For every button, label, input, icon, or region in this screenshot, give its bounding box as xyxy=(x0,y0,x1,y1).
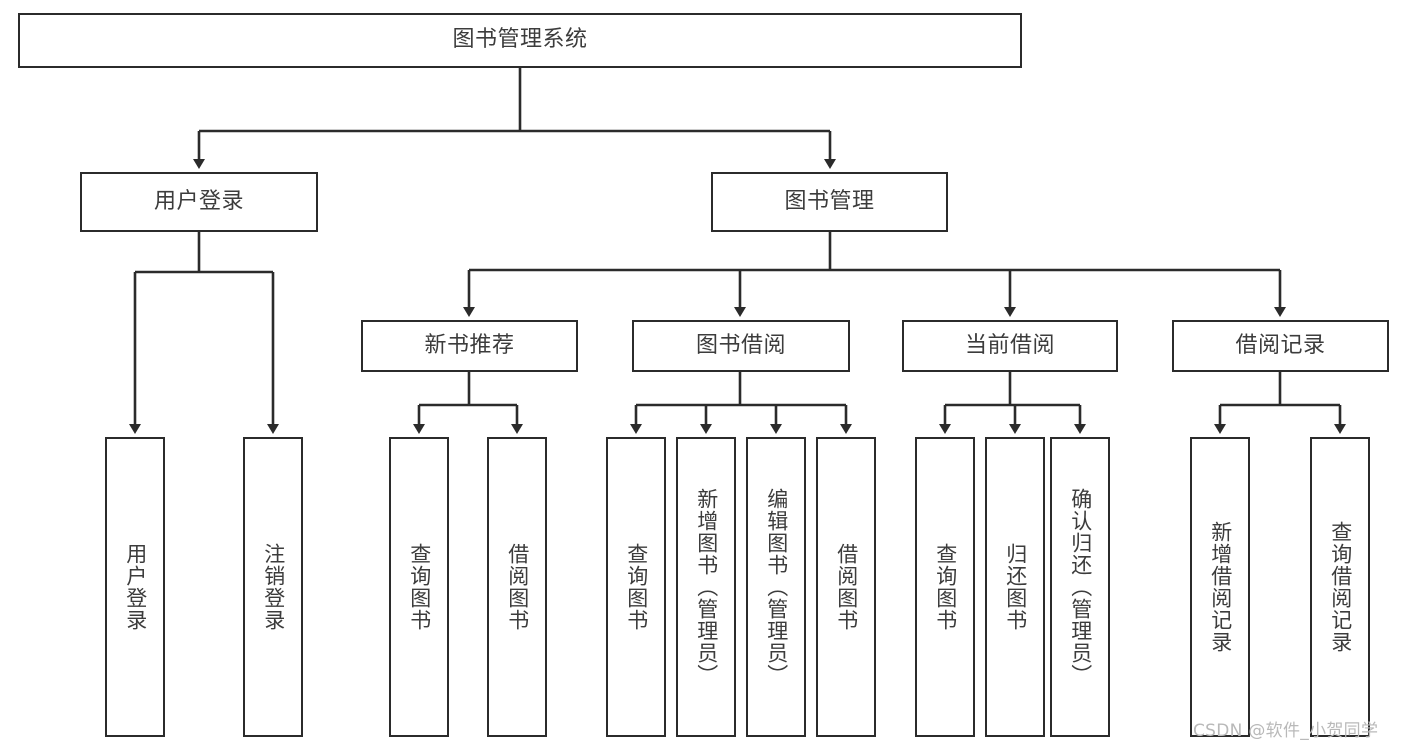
node-current-borrow-label: 当前借阅 xyxy=(964,332,1055,358)
leaf-edit-book[interactable]: 编辑图书（管理员） xyxy=(746,437,806,737)
leaf-confirm-return[interactable]: 确认归还（管理员） xyxy=(1050,437,1110,737)
node-current-borrow[interactable]: 当前借阅 xyxy=(902,320,1118,372)
node-new-book-recommend[interactable]: 新书推荐 xyxy=(361,320,578,372)
watermark: CSDN @软件_小贺同学 xyxy=(1193,721,1379,741)
leaf-add-book[interactable]: 新增图书（管理员） xyxy=(676,437,736,737)
leaf-query-record[interactable]: 查询借阅记录 xyxy=(1310,437,1370,737)
leaf-confirm-return-label: 确认归还（管理员） xyxy=(1068,488,1093,686)
node-root-label: 图书管理系统 xyxy=(452,27,588,53)
leaf-borrow-book-2[interactable]: 借阅图书 xyxy=(816,437,876,737)
leaf-borrow-book-1-label: 借阅图书 xyxy=(505,543,530,631)
leaf-borrow-book-1[interactable]: 借阅图书 xyxy=(487,437,547,737)
leaf-query-book-2-label: 查询图书 xyxy=(624,543,649,631)
leaf-query-record-label: 查询借阅记录 xyxy=(1328,521,1353,653)
leaf-query-book-1-label: 查询图书 xyxy=(407,543,432,631)
node-book-borrow-label: 图书借阅 xyxy=(695,332,786,358)
leaf-add-record-label: 新增借阅记录 xyxy=(1208,521,1233,653)
leaf-add-record[interactable]: 新增借阅记录 xyxy=(1190,437,1250,737)
leaf-borrow-book-2-label: 借阅图书 xyxy=(834,543,859,631)
node-user-login[interactable]: 用户登录 xyxy=(80,172,318,232)
leaf-query-book-3[interactable]: 查询图书 xyxy=(915,437,975,737)
leaf-return-book-label: 归还图书 xyxy=(1003,543,1028,631)
leaf-user-login[interactable]: 用户登录 xyxy=(105,437,165,737)
leaf-logout[interactable]: 注销登录 xyxy=(243,437,303,737)
node-user-login-label: 用户登录 xyxy=(153,188,244,214)
node-new-book-recommend-label: 新书推荐 xyxy=(424,332,515,358)
leaf-query-book-1[interactable]: 查询图书 xyxy=(389,437,449,737)
leaf-add-book-label: 新增图书（管理员） xyxy=(694,488,719,686)
node-book-borrow[interactable]: 图书借阅 xyxy=(632,320,850,372)
leaf-edit-book-label: 编辑图书（管理员） xyxy=(764,488,789,686)
node-book-manage-label: 图书管理 xyxy=(784,188,875,214)
leaf-logout-label: 注销登录 xyxy=(261,543,286,631)
leaf-return-book[interactable]: 归还图书 xyxy=(985,437,1045,737)
leaf-user-login-label: 用户登录 xyxy=(123,543,148,631)
node-root[interactable]: 图书管理系统 xyxy=(18,13,1022,68)
leaf-query-book-2[interactable]: 查询图书 xyxy=(606,437,666,737)
leaf-query-book-3-label: 查询图书 xyxy=(933,543,958,631)
node-borrow-record-label: 借阅记录 xyxy=(1235,332,1326,358)
node-book-manage[interactable]: 图书管理 xyxy=(711,172,948,232)
node-borrow-record[interactable]: 借阅记录 xyxy=(1172,320,1389,372)
